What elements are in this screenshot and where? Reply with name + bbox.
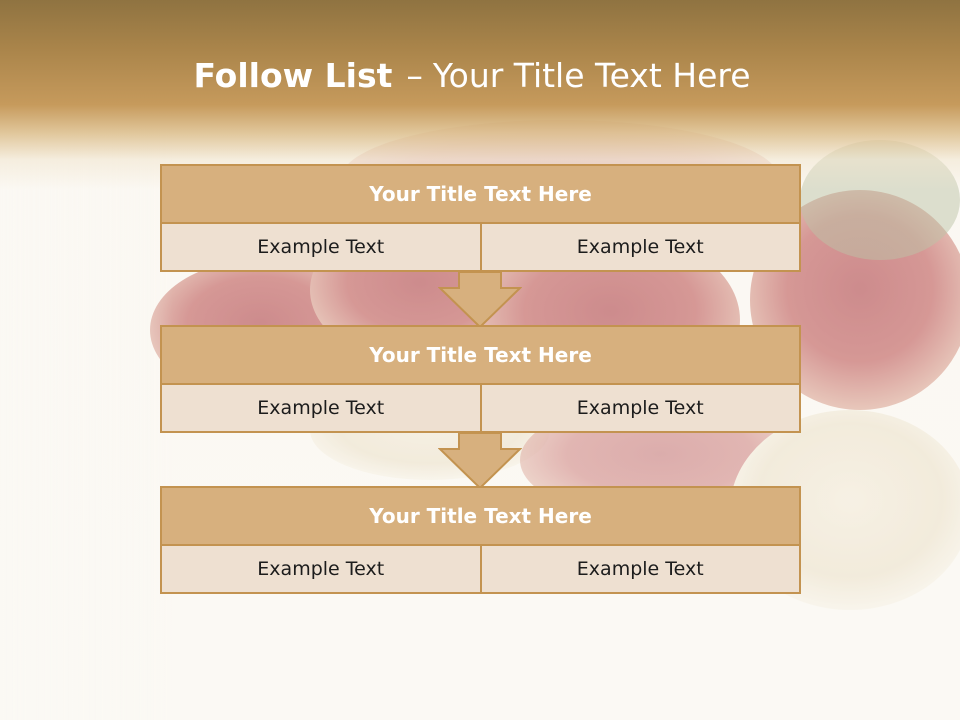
header-band (0, 0, 960, 190)
down-arrow-icon (438, 271, 522, 329)
step-2-cell-right: Example Text (479, 385, 800, 431)
step-3-cell-right: Example Text (479, 546, 800, 592)
title-bold: Follow List (193, 56, 393, 95)
title-rest: Your Title Text Here (432, 56, 751, 95)
down-arrow-icon (438, 432, 522, 490)
step-box-3: Your Title Text Here Example Text Exampl… (160, 486, 801, 594)
step-box-1: Your Title Text Here Example Text Exampl… (160, 164, 801, 272)
step-box-2: Your Title Text Here Example Text Exampl… (160, 325, 801, 433)
title-separator: – (406, 56, 423, 95)
step-row-1: Example Text Example Text (162, 224, 799, 270)
step-3-cell-left: Example Text (257, 558, 385, 580)
step-row-2: Example Text Example Text (162, 385, 799, 431)
step-row-3: Example Text Example Text (162, 546, 799, 592)
slide-title: Follow List–Your Title Text Here (0, 52, 944, 100)
step-title-2: Your Title Text Here (162, 327, 799, 385)
step-2-cell-left: Example Text (257, 397, 385, 419)
step-1-cell-left: Example Text (257, 236, 385, 258)
step-1-cell-right: Example Text (479, 224, 800, 270)
step-title-3: Your Title Text Here (162, 488, 799, 546)
step-title-1: Your Title Text Here (162, 166, 799, 224)
